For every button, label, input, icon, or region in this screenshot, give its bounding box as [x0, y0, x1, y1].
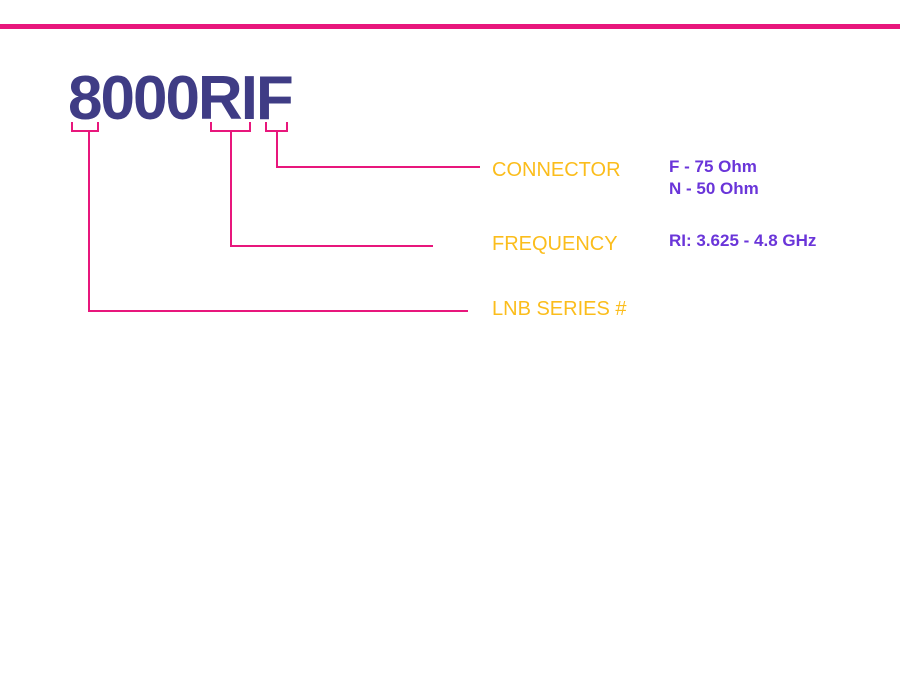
frequency-leader-line: [230, 131, 433, 247]
segment-label-lnb-series: LNB SERIES #: [492, 298, 627, 320]
connector-bracket: [265, 122, 288, 132]
connector-option: N - 50 Ohm: [669, 179, 759, 198]
model-code: 8000RIF: [68, 64, 294, 133]
connector-leader-line: [276, 131, 480, 168]
frequency-bracket: [210, 122, 251, 132]
series-bracket: [71, 122, 99, 132]
frequency-option: RI: 3.625 - 4.8 GHz: [669, 231, 817, 250]
segment-label-connector: CONNECTOR: [492, 159, 621, 181]
series-leader-line: [88, 131, 468, 312]
top-accent-rule: [0, 24, 900, 29]
segment-label-frequency: FREQUENCY: [492, 233, 618, 255]
connector-option: F - 75 Ohm: [669, 157, 757, 176]
